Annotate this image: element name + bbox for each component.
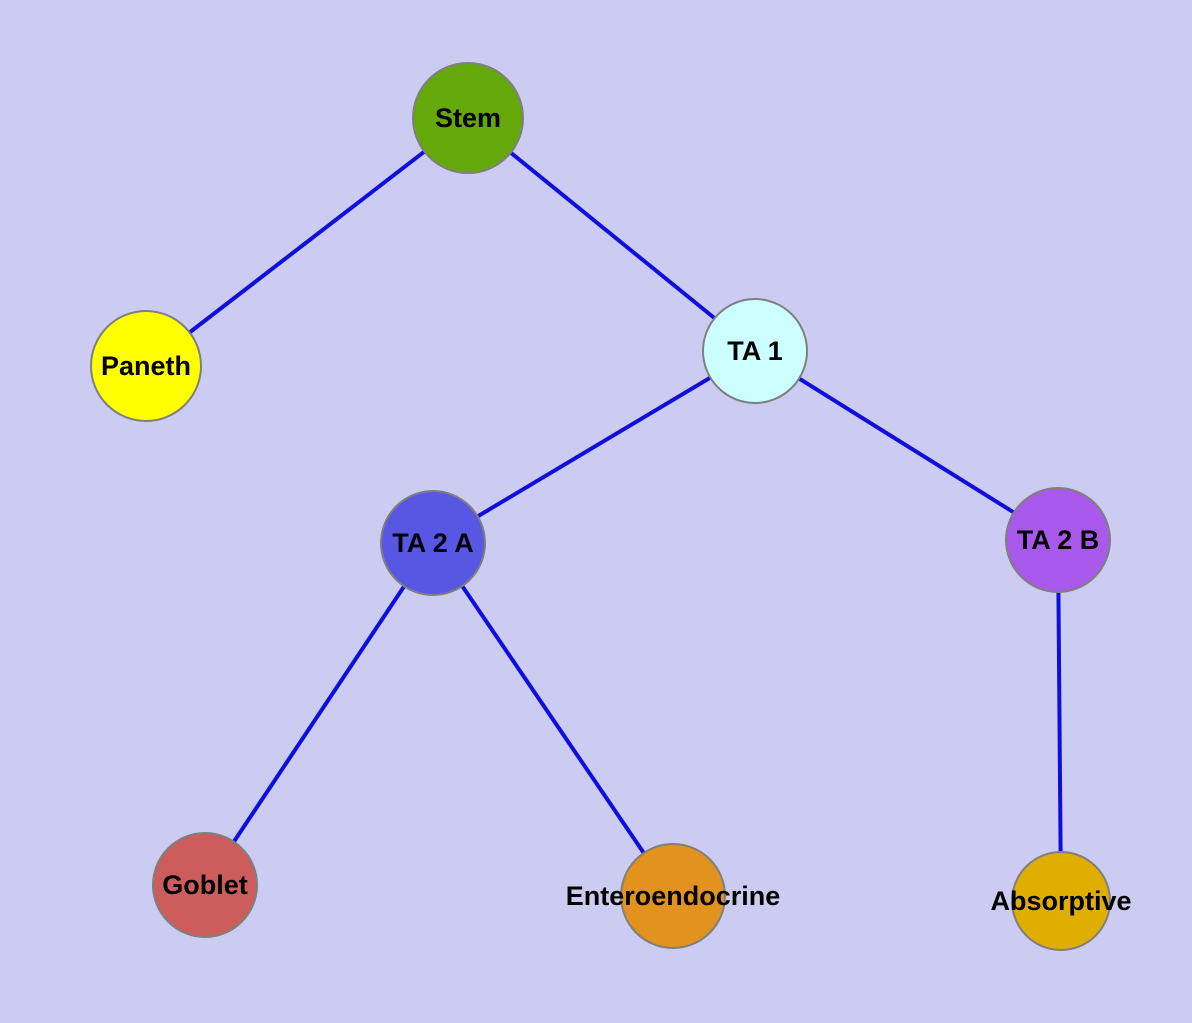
edge-ta-2-b-to-absorptive bbox=[1056, 538, 1063, 903]
edge-ta-2-a-to-goblet bbox=[203, 541, 435, 887]
node-stem[interactable]: Stem bbox=[412, 62, 524, 174]
node-circle-stem[interactable] bbox=[412, 62, 524, 174]
node-ta-1[interactable]: TA 1 bbox=[702, 298, 808, 404]
node-circle-enteroendocrine[interactable] bbox=[620, 843, 726, 949]
edge-stem-to-ta-1 bbox=[466, 116, 757, 353]
node-circle-absorptive[interactable] bbox=[1011, 851, 1111, 951]
node-ta-2-b[interactable]: TA 2 B bbox=[1005, 487, 1111, 593]
node-circle-ta-2-b[interactable] bbox=[1005, 487, 1111, 593]
node-circle-ta-2-a[interactable] bbox=[380, 490, 486, 596]
node-circle-paneth[interactable] bbox=[90, 310, 202, 422]
edge-ta-2-a-to-enteroendocrine bbox=[431, 541, 675, 898]
node-paneth[interactable]: Paneth bbox=[90, 310, 202, 422]
node-goblet[interactable]: Goblet bbox=[152, 832, 258, 938]
edges-layer bbox=[144, 116, 1063, 903]
edge-ta-1-to-ta-2-a bbox=[431, 349, 757, 545]
node-circle-goblet[interactable] bbox=[152, 832, 258, 938]
edge-stem-to-paneth bbox=[144, 116, 470, 368]
edge-ta-1-to-ta-2-b bbox=[753, 349, 1060, 542]
node-ta-2-a[interactable]: TA 2 A bbox=[380, 490, 486, 596]
node-circle-ta-1[interactable] bbox=[702, 298, 808, 404]
